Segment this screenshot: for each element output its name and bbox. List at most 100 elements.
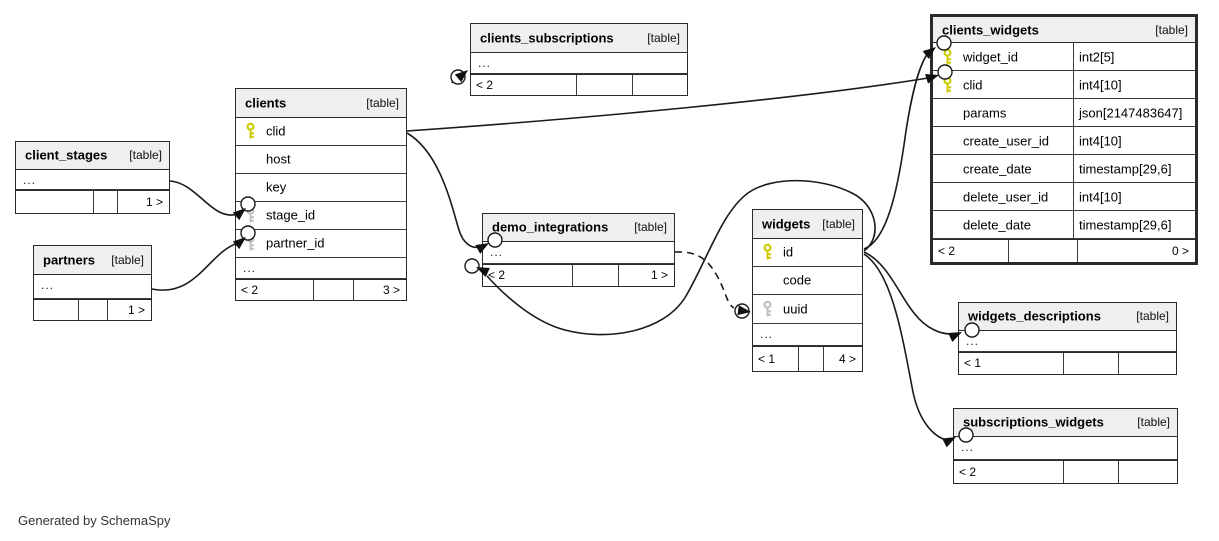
edge-widgets-id-to-subscriptions_widgets [863,253,947,441]
column-type: int2[5] [1079,49,1115,64]
primary-key-icon [943,48,952,64]
more-columns-ellipsis: ... [243,260,257,275]
column-divider [1073,155,1074,182]
footer-divider [1008,240,1009,262]
footer-divider [77,299,79,320]
more-columns-ellipsis: ... [478,55,492,70]
column-type: int4[10] [1079,189,1122,204]
children-count: 1 > [145,194,163,209]
children-count: 1 > [127,302,145,317]
table-title[interactable]: clients [245,95,287,111]
table-type-label: [table] [1155,22,1188,37]
footer-divider [1062,460,1064,483]
footer-divider [312,279,314,300]
column-row-clid: clid [236,117,406,146]
footer-divider [1117,352,1119,374]
table-widgets_descriptions[interactable]: widgets_descriptions[table]...< 1 [958,302,1177,375]
edge-widgets-id-to-clients_widgets-widget_id [863,52,929,250]
table-client_stages[interactable]: client_stages[table]...1 > [15,141,170,214]
footer-divider [631,74,633,95]
column-type: int4[10] [1079,77,1122,92]
edge-stub-clients_subscriptions-terminator-circle [450,69,466,85]
ellipsis-row: ... [954,436,1177,460]
column-name: uuid [783,301,808,316]
table-title[interactable]: client_stages [25,147,108,163]
table-partners[interactable]: partners [table]... 1 > [33,245,152,321]
table-header-widgets_descriptions: widgets_descriptions [table] [959,303,1176,331]
table-clients_subscriptions[interactable]: clients_subscriptions[table]...< 2 [470,23,688,96]
column-type: timestamp[29,6] [1079,161,1172,176]
foreign-key-icon [246,234,255,251]
column-name: widget_id [963,49,1018,64]
column-name: delete_user_id [963,189,1049,204]
foreign-key-icon [763,300,772,316]
table-type-label: [table] [647,30,680,45]
table-title[interactable]: subscriptions_widgets [963,414,1104,430]
footer-divider [822,346,824,371]
children-count: 0 > [1171,244,1189,258]
table-type-label: [table] [1137,415,1170,430]
generated-by-note: Generated by SchemaSpy [18,513,171,528]
edge-demo_integrations-to-widgets-uuid [674,251,735,309]
table-title[interactable]: clients_subscriptions [480,30,614,46]
column-row-delete_user_id: delete_user_id int4[10] [933,183,1195,211]
column-row-uuid: uuid [753,294,862,324]
primary-key-icon [943,76,952,92]
degree-footer-client_stages: 1 > [16,189,169,213]
column-name: params [963,105,1007,120]
children-count: 3 > [382,282,400,297]
degree-footer-partners: 1 > [34,298,151,320]
column-row-code: code [753,266,862,295]
footer-divider [797,346,799,371]
column-row-params: params json[2147483647] [933,99,1195,127]
more-columns-ellipsis: ... [961,439,975,454]
edge-client_stages-to-clients-stage_id [169,180,239,216]
table-title[interactable]: partners [43,252,96,268]
table-title[interactable]: widgets_descriptions [968,308,1101,324]
degree-footer-widgets_descriptions: < 1 [959,351,1176,374]
table-header-clients_widgets: clients_widgets [table] [933,17,1195,43]
table-subscriptions_widgets[interactable]: subscriptions_widgets[table]...< 2 [953,408,1178,484]
footer-divider [575,74,577,95]
column-name: host [266,151,291,167]
column-divider [1073,43,1074,70]
edge-stub-clients_subscriptions-arrowhead [454,70,468,83]
column-name: delete_date [963,217,1031,232]
column-name: id [783,244,794,260]
ellipsis-row: ... [483,241,674,264]
table-clients_widgets[interactable]: clients_widgets [table] widget_id int2[5] cl… [930,14,1198,265]
edge-widgets-id-to-demo_integrations-terminator-circle [464,258,480,274]
edge-stub-clients_subscriptions [451,77,457,84]
table-type-label: [table] [1136,309,1169,324]
table-title[interactable]: demo_integrations [492,219,609,235]
table-header-widgets: widgets[table] [753,210,862,239]
table-type-label: [table] [366,95,399,110]
parents-count: < 1 [964,356,982,371]
children-count: 4 > [838,351,856,366]
column-name: stage_id [266,207,316,223]
ellipsis-row: ... [34,274,151,299]
table-type-label: [table] [634,220,667,235]
parents-count: < 2 [241,282,259,297]
footer-divider [1077,240,1078,262]
footer-divider [352,279,354,300]
column-row-partner_id: partner_id [236,229,406,258]
table-title[interactable]: clients_widgets [942,22,1039,37]
column-name: code [783,272,812,288]
table-type-label: [table] [111,252,144,267]
table-header-demo_integrations: demo_integrations [table] [483,214,674,242]
table-title[interactable]: widgets [762,216,811,232]
column-type: json[2147483647] [1079,105,1183,120]
column-row-widget_id: widget_id int2[5] [933,43,1195,71]
primary-key-icon [763,243,772,260]
edge-partners-to-clients-partner_id [151,242,239,291]
